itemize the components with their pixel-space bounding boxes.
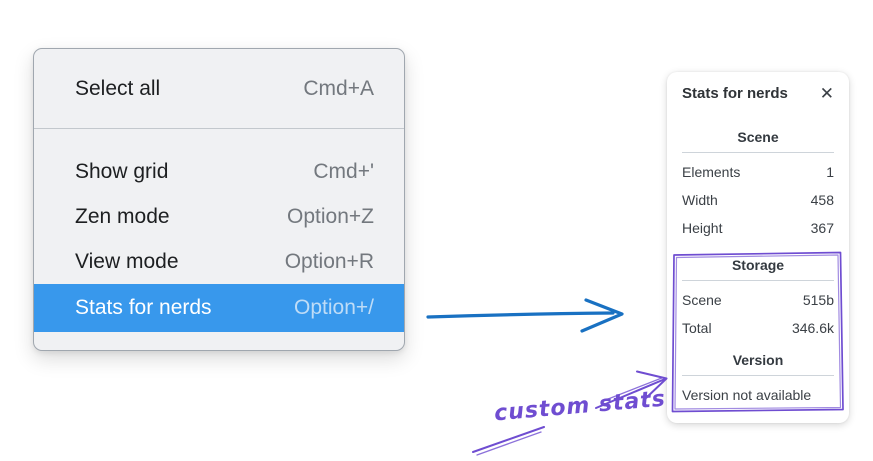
stat-row-scene-size: Scene 515b bbox=[682, 286, 834, 314]
menu-item-label: Select all bbox=[75, 76, 161, 100]
stats-panel-titlebar: Stats for nerds ✕ bbox=[682, 85, 834, 102]
close-icon[interactable]: ✕ bbox=[819, 84, 834, 103]
stat-label: Width bbox=[682, 192, 718, 208]
stat-value: 346.6k bbox=[791, 320, 834, 336]
annotation-label: custom stats bbox=[493, 386, 667, 427]
menu-item-stats-for-nerds[interactable]: Stats for nerds Option+/ bbox=[34, 284, 404, 332]
stat-value: 458 bbox=[810, 192, 834, 208]
section-divider bbox=[682, 375, 834, 376]
menu-item-shortcut: Option+Z bbox=[287, 204, 374, 228]
stat-value: 515b bbox=[802, 292, 834, 308]
stat-label: Scene bbox=[682, 292, 722, 308]
stat-row-elements: Elements 1 bbox=[682, 158, 834, 186]
stat-value: 367 bbox=[810, 220, 834, 236]
section-divider bbox=[682, 152, 834, 153]
menu-item-label: Zen mode bbox=[75, 204, 170, 228]
context-menu: Select all Cmd+A Show grid Cmd+' Zen mod… bbox=[33, 48, 405, 351]
blue-arrow bbox=[426, 298, 624, 333]
stat-row-width: Width 458 bbox=[682, 186, 834, 214]
section-divider bbox=[682, 280, 834, 281]
stat-row-total-size: Total 346.6k bbox=[682, 314, 834, 342]
menu-item-label: View mode bbox=[75, 249, 179, 273]
version-section-header: Version bbox=[732, 352, 784, 368]
menu-separator bbox=[34, 128, 404, 129]
menu-item-label: Show grid bbox=[75, 159, 169, 183]
stat-label: Total bbox=[682, 320, 712, 336]
menu-group-view: Show grid Cmd+' Zen mode Option+Z View m… bbox=[34, 129, 404, 350]
stats-panel-title: Stats for nerds bbox=[682, 85, 788, 102]
menu-item-select-all[interactable]: Select all Cmd+A bbox=[34, 49, 404, 128]
scene-section-header: Scene bbox=[737, 129, 779, 145]
menu-group-selection: Select all Cmd+A bbox=[34, 49, 404, 128]
stat-label: Elements bbox=[682, 164, 741, 180]
menu-item-zen-mode[interactable]: Zen mode Option+Z bbox=[34, 194, 404, 239]
stat-value: 1 bbox=[826, 164, 834, 180]
stat-label: Height bbox=[682, 220, 723, 236]
menu-item-show-grid[interactable]: Show grid Cmd+' bbox=[34, 149, 404, 194]
menu-item-label: Stats for nerds bbox=[75, 296, 212, 319]
stat-row-height: Height 367 bbox=[682, 214, 834, 242]
storage-section-header: Storage bbox=[731, 257, 785, 273]
menu-item-shortcut: Cmd+A bbox=[303, 76, 374, 100]
menu-item-shortcut: Option+/ bbox=[294, 296, 374, 319]
menu-item-shortcut: Option+R bbox=[284, 249, 374, 273]
version-note: Version not available bbox=[682, 387, 812, 403]
menu-item-shortcut: Cmd+' bbox=[313, 159, 374, 183]
menu-item-view-mode[interactable]: View mode Option+R bbox=[34, 239, 404, 284]
stats-panel: Stats for nerds ✕ Scene Elements 1 Width… bbox=[667, 72, 849, 423]
